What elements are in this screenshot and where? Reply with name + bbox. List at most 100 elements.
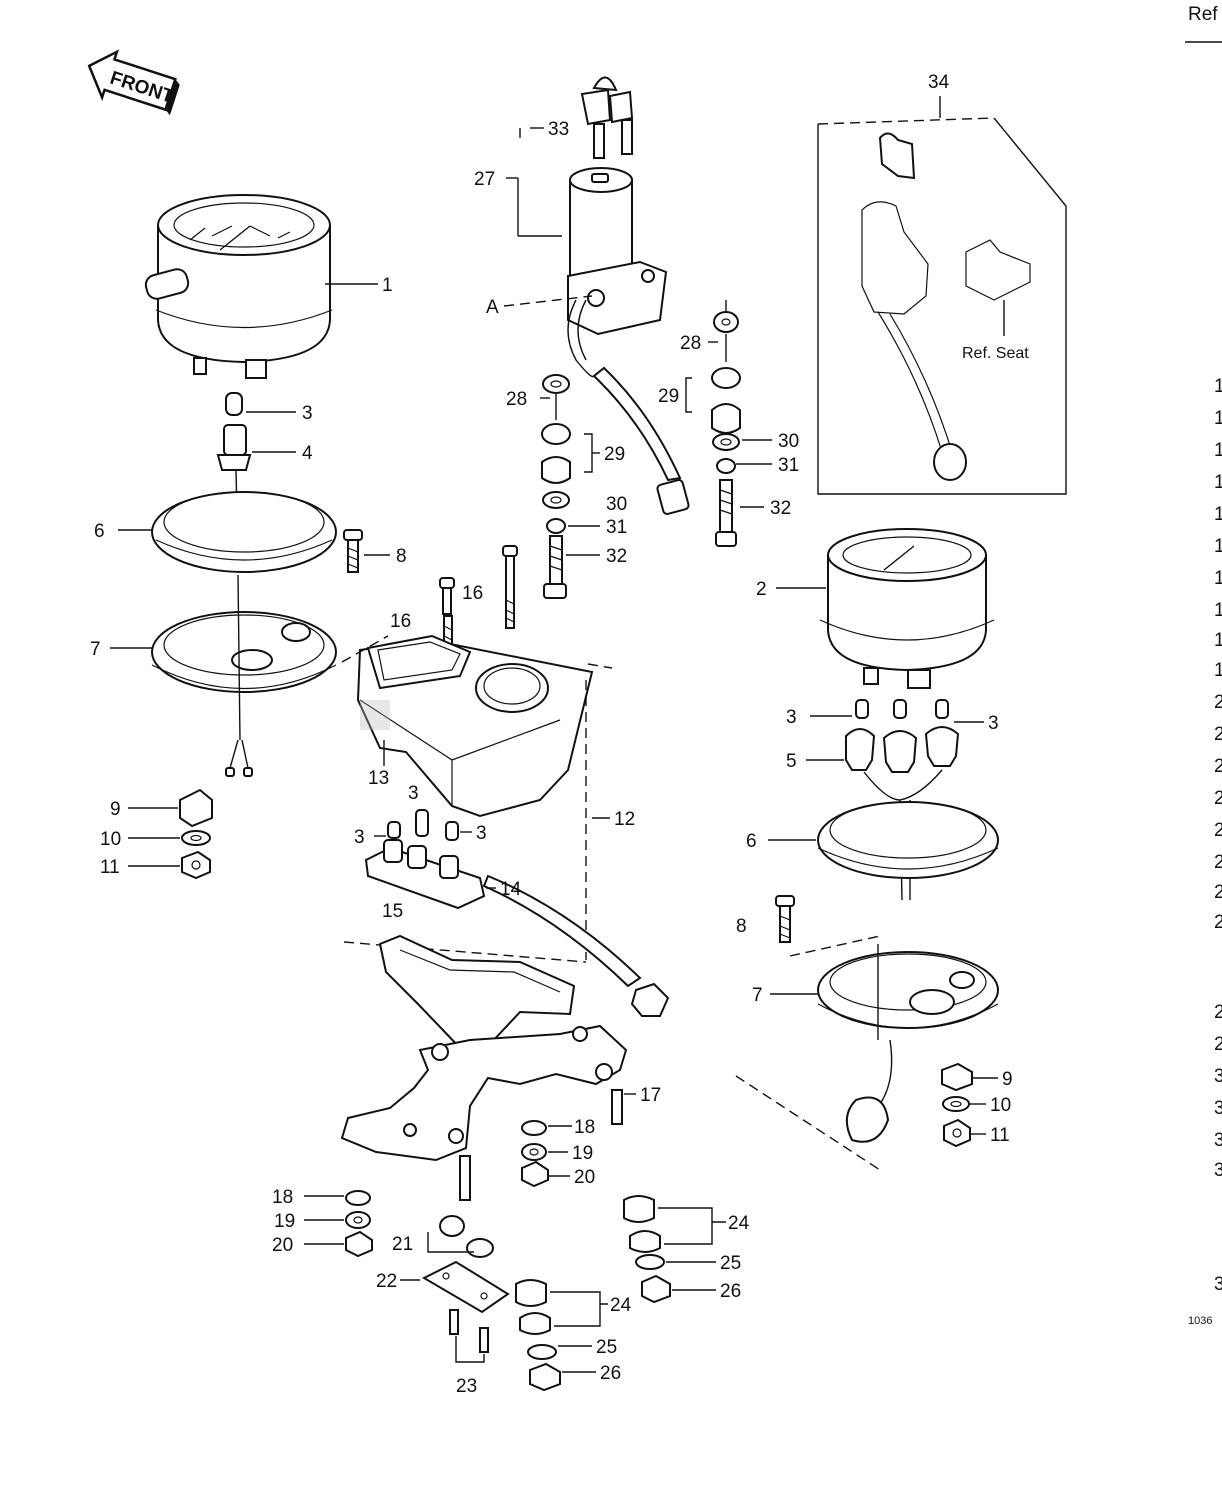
callout-3d: 3 bbox=[786, 707, 797, 728]
callout-3c: 3 bbox=[354, 827, 365, 848]
callout-32b: 32 bbox=[770, 498, 791, 519]
damper-stack-lower bbox=[515, 1279, 561, 1392]
callout-32a: 32 bbox=[606, 546, 627, 567]
callout-25b: 25 bbox=[596, 1337, 617, 1358]
callout-24b: 24 bbox=[610, 1295, 632, 1316]
meter-bracket bbox=[340, 934, 628, 1201]
callout-3f: 3 bbox=[476, 823, 487, 844]
front-arrow-icon: FRONT bbox=[87, 49, 180, 116]
callout-28b: 28 bbox=[680, 333, 701, 354]
callout-22: 22 bbox=[376, 1271, 397, 1292]
callout-11b: 11 bbox=[990, 1125, 1010, 1146]
side-list-item: 1 bbox=[1214, 660, 1222, 681]
side-list-item: 1 bbox=[1214, 504, 1222, 525]
bracket-21 bbox=[427, 1232, 474, 1253]
bracket-29a bbox=[584, 433, 593, 473]
callout-10b: 10 bbox=[990, 1095, 1011, 1116]
callout-6a: 6 bbox=[94, 521, 105, 542]
meter-case-upper-left bbox=[151, 491, 337, 573]
callout-21: 21 bbox=[392, 1234, 413, 1255]
callout-8a: 8 bbox=[396, 546, 407, 567]
meter-case-lower-left bbox=[151, 574, 337, 777]
side-list-item: 1 bbox=[1214, 472, 1222, 493]
callout-7b: 7 bbox=[752, 985, 763, 1006]
side-list-item: 2 bbox=[1214, 788, 1222, 809]
ignition-switch bbox=[567, 167, 690, 515]
indicator-holder bbox=[364, 839, 670, 1017]
callout-15: 15 bbox=[382, 901, 403, 922]
side-list-item: 2 bbox=[1214, 756, 1222, 777]
side-list-item: 2 bbox=[1214, 820, 1222, 841]
grommet-stack-right bbox=[711, 300, 741, 547]
meter-case-lower-right bbox=[817, 944, 999, 1143]
callout-20b: 20 bbox=[272, 1235, 293, 1256]
callout-31a: 31 bbox=[606, 517, 627, 538]
callout-9a: 9 bbox=[110, 799, 121, 820]
side-list-item: 3 bbox=[1214, 1098, 1222, 1119]
callout-3b: 3 bbox=[408, 783, 419, 804]
side-list-item: 1 bbox=[1214, 408, 1222, 429]
callout-8b: 8 bbox=[736, 916, 747, 937]
callout-19b: 19 bbox=[274, 1211, 295, 1232]
callout-30b: 30 bbox=[778, 431, 799, 452]
meter-case-upper-right bbox=[817, 801, 999, 879]
callout-3e: 3 bbox=[988, 713, 999, 734]
washer-nut-stack-center bbox=[521, 1120, 549, 1188]
callout-16a: 16 bbox=[462, 583, 483, 604]
screw-8-right bbox=[775, 895, 795, 943]
callout-34: 34 bbox=[928, 72, 950, 93]
point-a: A bbox=[486, 297, 499, 318]
callout-6b: 6 bbox=[746, 831, 757, 852]
callout-27: 27 bbox=[474, 169, 495, 190]
damper-stack-upper bbox=[623, 1195, 671, 1304]
side-list-item: 3 bbox=[1214, 1066, 1222, 1087]
side-list-item: 1 bbox=[1214, 600, 1222, 621]
side-list-item: 2 bbox=[1214, 724, 1222, 745]
bracket-24b bbox=[550, 1291, 608, 1327]
ref-seat: Ref. Seat bbox=[962, 345, 1029, 362]
side-list-item: 1 bbox=[1214, 536, 1222, 557]
indicator-bulbs bbox=[387, 809, 459, 841]
callout-23: 23 bbox=[456, 1376, 477, 1397]
callout-20a: 20 bbox=[574, 1167, 595, 1188]
side-list-item: 1 bbox=[1214, 376, 1222, 397]
callout-3a: 3 bbox=[302, 403, 313, 424]
callout-26b: 26 bbox=[600, 1363, 621, 1384]
callout-7a: 7 bbox=[90, 639, 101, 660]
damper-plate bbox=[421, 1215, 510, 1353]
callout-30a: 30 bbox=[606, 494, 627, 515]
callout-29a: 29 bbox=[604, 444, 625, 465]
side-list-item: 2 bbox=[1214, 852, 1222, 873]
side-list-item: 1 bbox=[1214, 630, 1222, 651]
screw-8-left bbox=[343, 529, 363, 573]
meter-cover bbox=[356, 634, 594, 818]
side-list-item: 1 bbox=[1214, 568, 1222, 589]
callout-2: 2 bbox=[756, 579, 767, 600]
key-icon bbox=[580, 76, 634, 159]
bracket-24a bbox=[658, 1207, 726, 1245]
side-list-item: 3 bbox=[1214, 1274, 1222, 1295]
callout-28a: 28 bbox=[506, 389, 527, 410]
side-list-item: 1 bbox=[1214, 440, 1222, 461]
callout-25a: 25 bbox=[720, 1253, 741, 1274]
callout-18a: 18 bbox=[574, 1117, 595, 1138]
grommet-stack-left bbox=[541, 374, 571, 599]
callout-18b: 18 bbox=[272, 1187, 293, 1208]
nut-washer-stack-left bbox=[179, 788, 213, 880]
side-list-item: 3 bbox=[1214, 1130, 1222, 1151]
callout-26a: 26 bbox=[720, 1281, 741, 1302]
callout-10a: 10 bbox=[100, 829, 121, 850]
inset-panel bbox=[817, 117, 1067, 495]
callout-9b: 9 bbox=[1002, 1069, 1013, 1090]
callout-14: 14 bbox=[500, 879, 522, 900]
callout-24a: 24 bbox=[728, 1213, 750, 1234]
callout-19a: 19 bbox=[572, 1143, 593, 1164]
bracket-29b bbox=[685, 377, 692, 413]
tachometer-assembly bbox=[819, 528, 995, 689]
header-ref: Ref bbox=[1188, 4, 1218, 25]
side-list-footer: 1036 bbox=[1188, 1315, 1212, 1327]
callout-29b: 29 bbox=[658, 386, 679, 407]
callout-31b: 31 bbox=[778, 455, 799, 476]
side-list-item: 2 bbox=[1214, 912, 1222, 933]
